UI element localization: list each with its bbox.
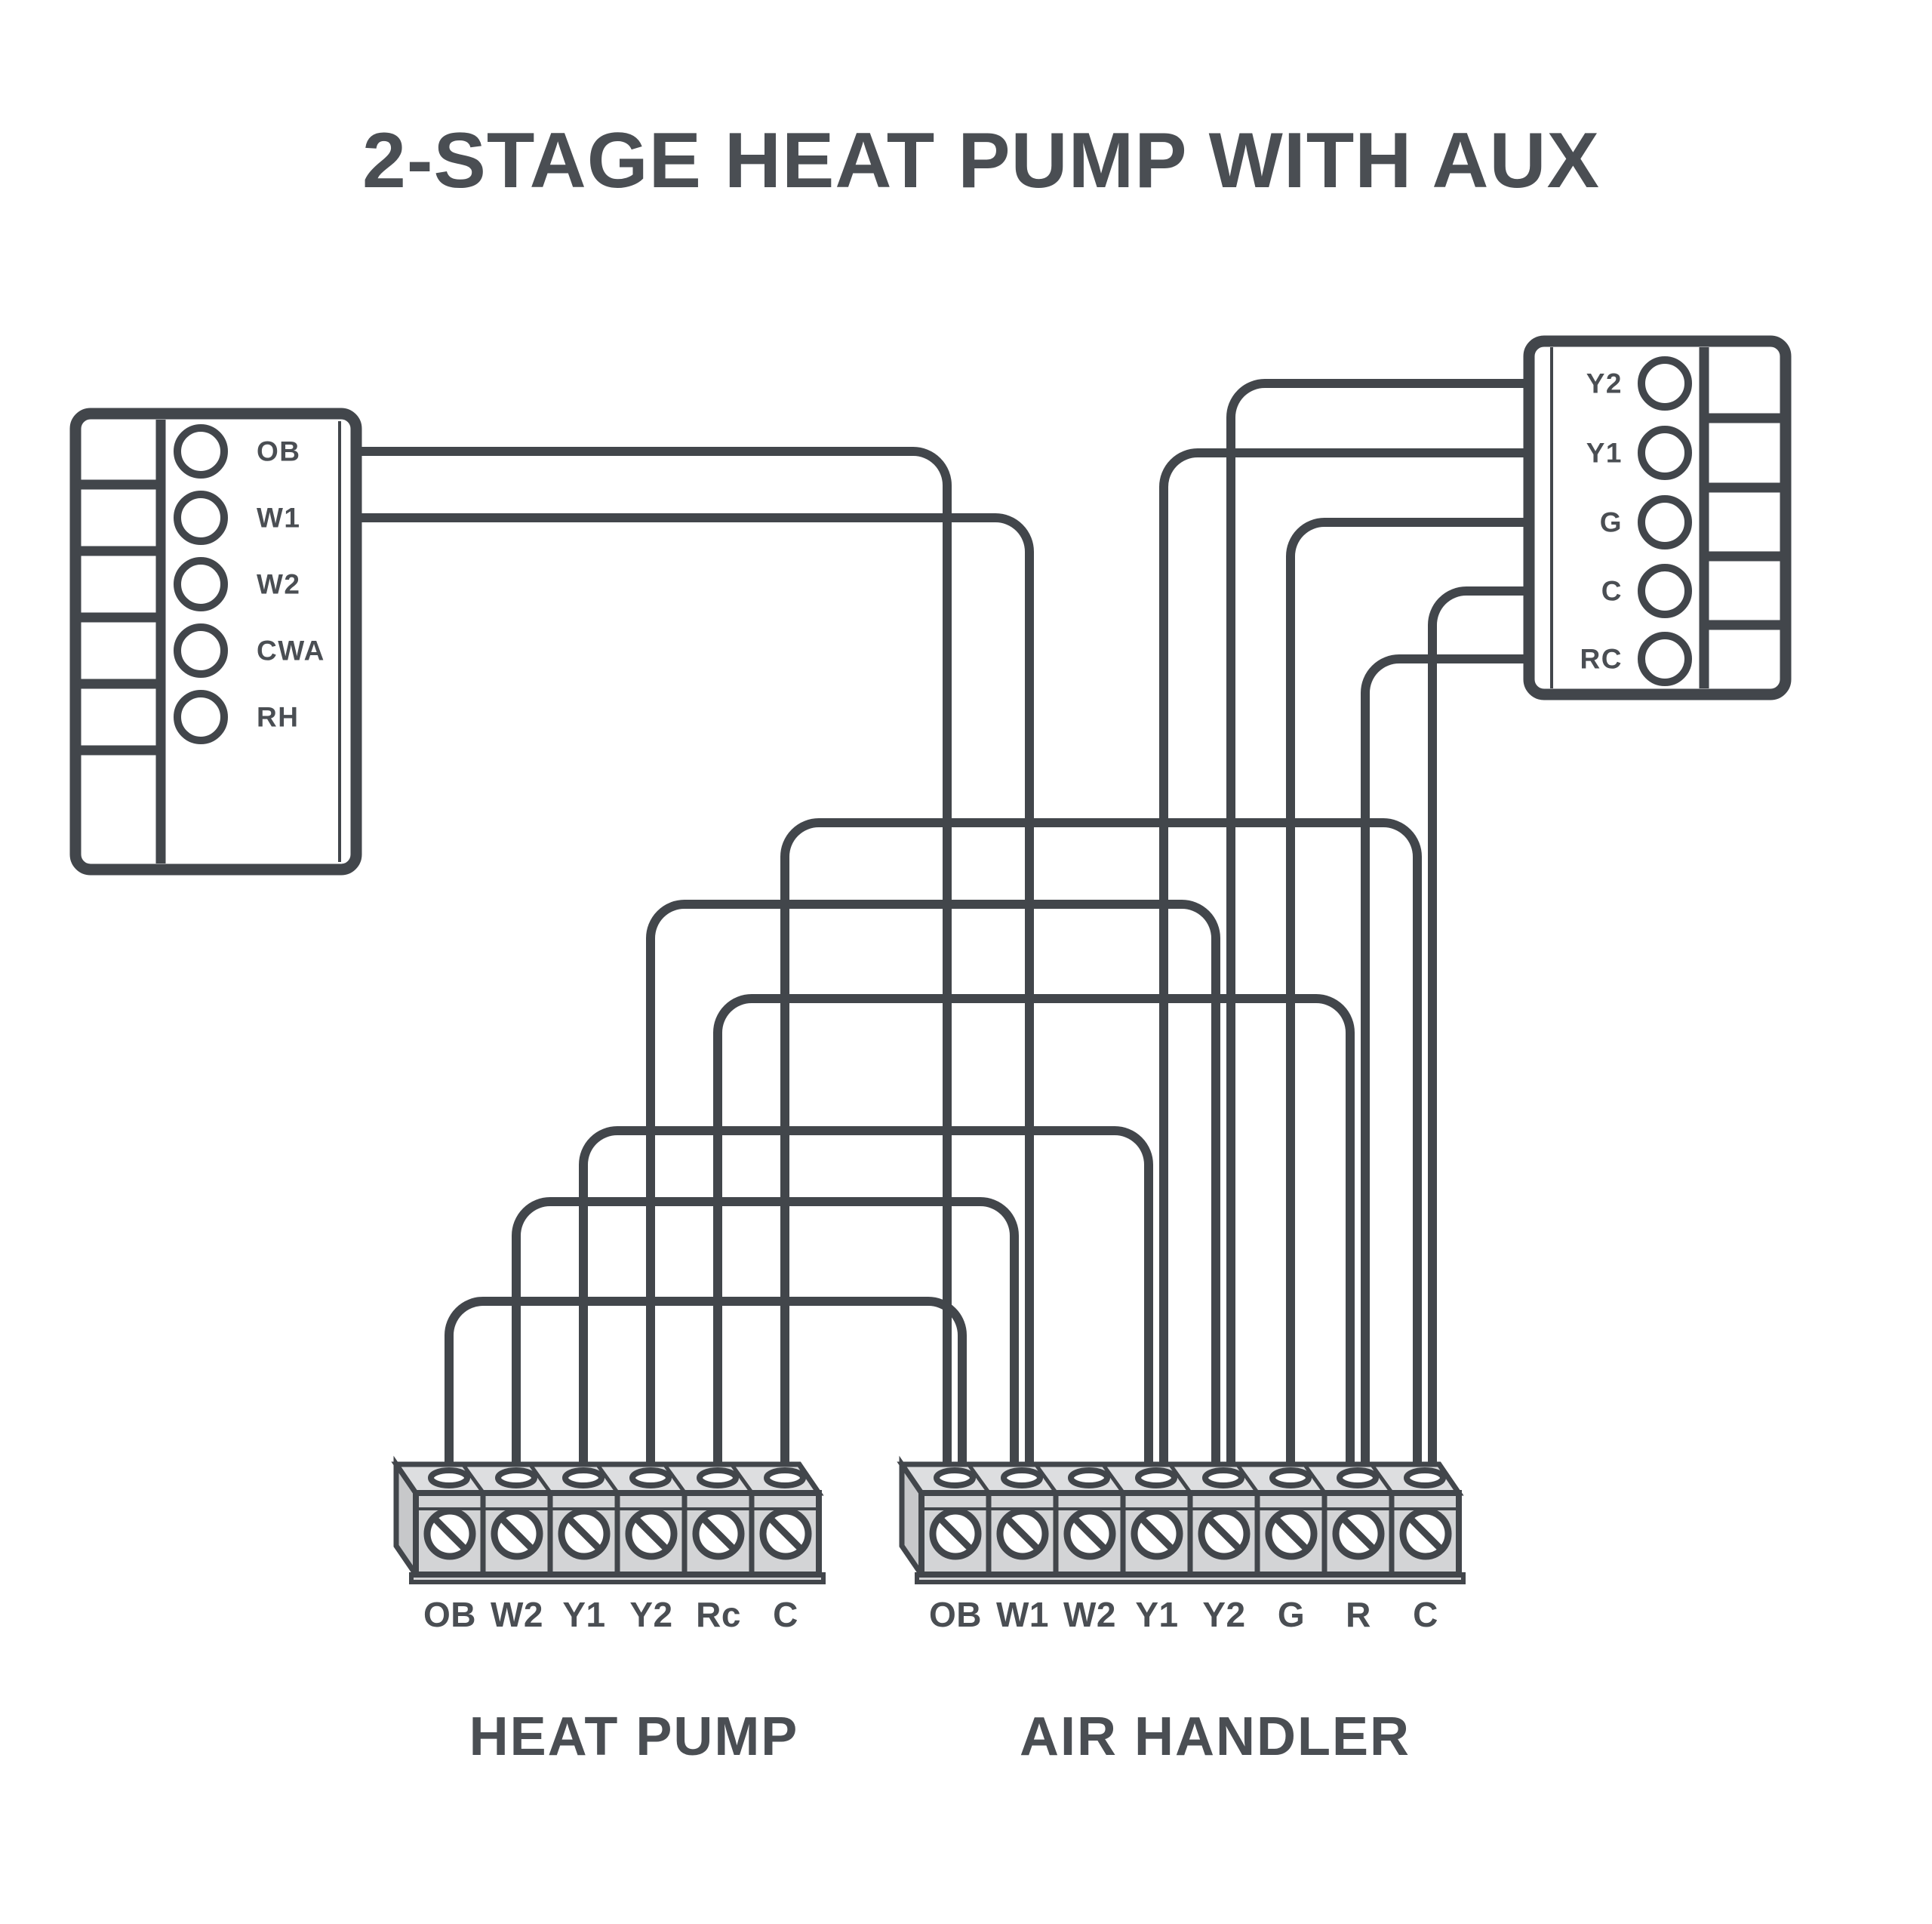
wire-entry-ob [934, 1467, 976, 1488]
screw-y1 [1131, 1507, 1183, 1560]
screw-c [1399, 1507, 1452, 1560]
terminal-hole-rh [174, 690, 228, 744]
wire-entry-y2 [629, 1467, 672, 1488]
wire-entry-w1 [1001, 1467, 1043, 1488]
screw-c [759, 1507, 812, 1560]
wire-heat-pump-ob-to-air-handler-ob [445, 1297, 967, 1472]
terminal-hole-ob [174, 424, 228, 479]
screw-g [1265, 1507, 1318, 1560]
wire-heat-pump-y2-to-air-handler-y2 [646, 900, 1220, 1472]
terminal-hole-w1 [174, 491, 228, 545]
heat-pump-strip: OB W2 Y1 Y2 Rc C [391, 1455, 826, 1634]
wire-heat-pump-rc-to-air-handler-r [713, 994, 1355, 1472]
wire-entry-r [1337, 1467, 1379, 1488]
terminal-hole-cwa [174, 623, 228, 678]
wire-entry-y1 [562, 1467, 605, 1488]
strip-cell-divider-top [663, 1464, 687, 1494]
wire-thermostat-y2-to-air-handler-y2 [1226, 379, 1532, 1472]
strip-label-y1: Y1 [1135, 1595, 1178, 1634]
strip-label-ob: OB [929, 1595, 982, 1634]
strip-cell-divider-top [461, 1464, 485, 1494]
screw-w2 [1063, 1507, 1116, 1560]
wire-entry-ob [428, 1467, 470, 1488]
terminal-hole-y2 [1638, 356, 1692, 411]
strip-cell-divider-top [967, 1464, 991, 1494]
air-handler-strip: OB W1 W2 Y1 Y2 G R C [897, 1455, 1466, 1634]
strip-label-y2: Y2 [629, 1595, 672, 1634]
wire-heat-pump-c-to-air-handler-c [780, 818, 1422, 1472]
terminal-hole-y1 [1638, 426, 1692, 480]
strip-label-g: G [1278, 1595, 1305, 1634]
screw-ob [423, 1507, 476, 1560]
strip-label-y2: Y2 [1202, 1595, 1245, 1634]
terminal-label-rc: RC [1580, 644, 1623, 675]
screw-r [1332, 1507, 1385, 1560]
strip-label-c: C [773, 1595, 798, 1634]
wire-thermostat-y1-to-air-handler-y1 [1159, 448, 1532, 1472]
thermostat-right-block: Y2 Y1 G C RC [1523, 335, 1792, 700]
diagram-title: 2-STAGE HEAT PUMP WITH AUX [362, 117, 1600, 205]
terminal-label-y2: Y2 [1586, 368, 1623, 399]
strip-label-y1: Y1 [562, 1595, 605, 1634]
wire-entry-rc [697, 1467, 739, 1488]
wire-entry-g [1269, 1467, 1312, 1488]
screw-y1 [558, 1507, 611, 1560]
screw-ob [929, 1507, 982, 1560]
wire-entry-w2 [495, 1467, 537, 1488]
strip-cell-divider-top [1101, 1464, 1125, 1494]
wire-thermostat-rc-to-air-handler-r [1361, 654, 1532, 1472]
terminal-label-rh: RH [257, 702, 299, 733]
screw-y2 [1198, 1507, 1251, 1560]
wire-heat-pump-w2-to-air-handler-w1 [512, 1197, 1019, 1472]
terminal-hole-w2 [174, 557, 228, 611]
terminal-label-w1: W1 [257, 503, 301, 534]
terminal-label-c: C [1601, 576, 1623, 607]
wire-thermostat-w1-to-air-handler-w1 [355, 513, 1034, 1472]
wire-heat-pump-y1-to-air-handler-y1 [579, 1126, 1153, 1472]
wire-entry-c [764, 1467, 806, 1488]
wire-entry-y1 [1135, 1467, 1177, 1488]
heat-pump-caption: HEAT PUMP [469, 1707, 799, 1767]
strip-cell-divider-top [1034, 1464, 1058, 1494]
strip-label-w2: W2 [491, 1595, 543, 1634]
wire-thermostat-ob-to-air-handler-ob [355, 447, 952, 1472]
strip-cell-divider-top [595, 1464, 620, 1494]
terminal-hole-rc [1638, 632, 1692, 686]
wire-entry-w2-empty [1068, 1467, 1110, 1488]
wire-thermostat-c-to-air-handler-c [1428, 586, 1532, 1472]
terminal-label-w2: W2 [257, 569, 301, 600]
thermostat-left-block: OB W1 W2 CWA RH [69, 408, 362, 876]
air-handler-caption: AIR HANDLER [1020, 1707, 1411, 1767]
screw-y2 [625, 1507, 678, 1560]
screw-rc [692, 1507, 745, 1560]
strip-cell-divider-top [1235, 1464, 1260, 1494]
wire-entry-c [1404, 1467, 1446, 1488]
screw-w2 [491, 1507, 543, 1560]
strip-label-w2: W2 [1063, 1595, 1116, 1634]
strip-label-c: C [1413, 1595, 1438, 1634]
strip-cell-divider-top [730, 1464, 754, 1494]
strip-label-w1: W1 [996, 1595, 1049, 1634]
strip-label-ob: OB [423, 1595, 476, 1634]
screw-w1 [996, 1507, 1049, 1560]
strip-cell-divider-top [1303, 1464, 1327, 1494]
wire-thermostat-g-to-air-handler-g [1286, 518, 1532, 1472]
terminal-label-y1: Y1 [1586, 438, 1623, 469]
strip-cell-divider-top [1370, 1464, 1394, 1494]
terminal-hole-c [1638, 564, 1692, 618]
terminal-hole-g [1638, 495, 1692, 549]
strip-cell-divider-top [1168, 1464, 1192, 1494]
terminal-label-g: G [1600, 507, 1623, 538]
wires-group [355, 379, 1532, 1472]
strip-cell-divider-top [528, 1464, 552, 1494]
terminal-label-cwa: CWA [257, 636, 325, 666]
wire-entry-y2 [1202, 1467, 1244, 1488]
strip-label-rc: Rc [696, 1595, 741, 1634]
strip-label-r: R [1346, 1595, 1371, 1634]
terminal-label-ob: OB [257, 436, 301, 467]
